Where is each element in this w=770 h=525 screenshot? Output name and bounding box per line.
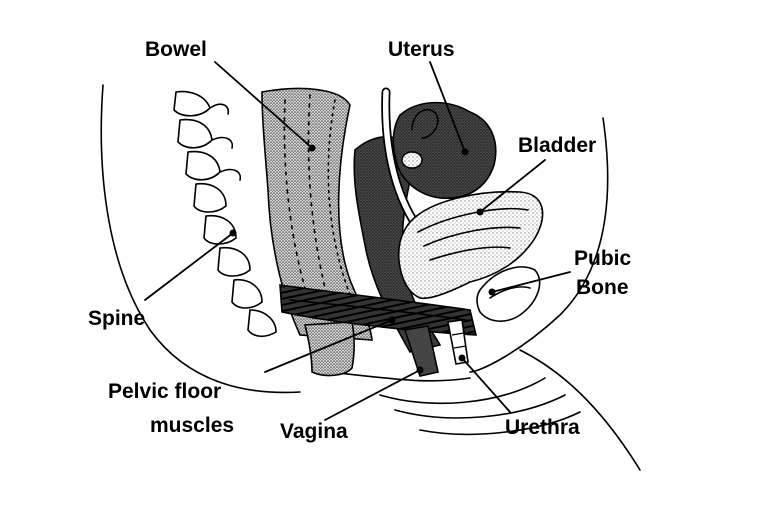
buttock-curve-2 bbox=[394, 394, 566, 419]
vagina-tube bbox=[403, 325, 439, 377]
pubic-bone-shape bbox=[476, 266, 541, 322]
back-body-outline bbox=[100, 84, 301, 394]
uterus-shape bbox=[392, 101, 497, 200]
buttock-curve-1 bbox=[379, 377, 546, 405]
thigh-outline bbox=[519, 349, 641, 471]
anal-canal bbox=[303, 321, 356, 377]
label-bowel: Bowel bbox=[145, 38, 207, 61]
spine-vertebrae bbox=[173, 90, 277, 338]
fallopian-tube bbox=[411, 108, 439, 139]
label-uterus: Uterus bbox=[388, 38, 455, 61]
label-urethra: Urethra bbox=[505, 416, 580, 439]
label-bladder: Bladder bbox=[518, 134, 596, 157]
urethra-tube bbox=[447, 319, 469, 365]
inner-fold-curve bbox=[419, 411, 581, 436]
label-pubic-bone-line1: Pubic bbox=[574, 247, 631, 270]
label-vagina: Vagina bbox=[280, 420, 348, 443]
label-spine: Spine bbox=[88, 307, 145, 330]
leader-lines bbox=[144, 61, 571, 421]
bladder-shape bbox=[398, 190, 544, 300]
front-body-outline bbox=[469, 117, 609, 373]
label-pelvic-floor-line1: Pelvic floor bbox=[108, 380, 221, 403]
label-pelvic-floor-line2: muscles bbox=[150, 414, 234, 437]
label-pubic-bone-line2: Bone bbox=[576, 276, 629, 299]
perineum-curve bbox=[329, 371, 471, 382]
ovary bbox=[401, 151, 423, 169]
